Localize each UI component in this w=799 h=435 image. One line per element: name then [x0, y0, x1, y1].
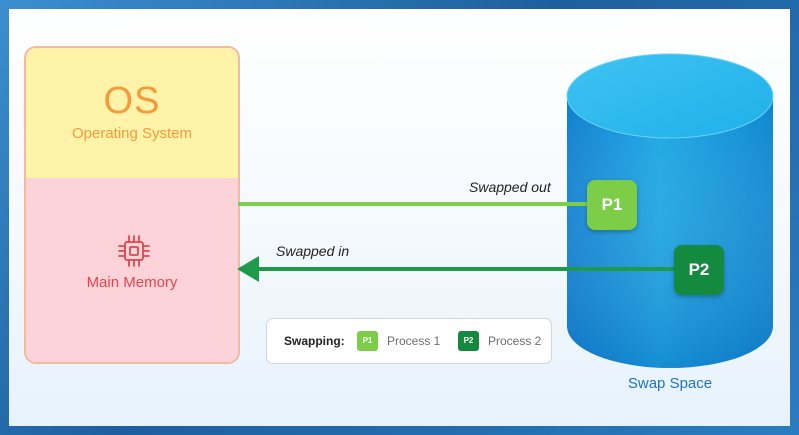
os-title: OS — [103, 80, 161, 122]
os-region: OS Operating System — [26, 48, 238, 179]
main-memory-region: Main Memory — [26, 178, 238, 362]
legend-label-p2: Process 2 — [488, 334, 542, 348]
legend-title: Swapping: — [284, 334, 345, 348]
legend-label-p1: Process 1 — [387, 334, 441, 348]
swap-space-cylinder — [566, 53, 774, 368]
swapped-out-arrow — [238, 192, 609, 216]
os-subtitle: Operating System — [71, 125, 193, 142]
legend-swatch-p1: P1 — [357, 331, 378, 351]
process-1-block: P1 — [587, 180, 637, 230]
swapped-out-label: Swapped out — [469, 179, 551, 195]
process-2-block: P2 — [674, 245, 724, 295]
legend: Swapping: P1 Process 1 P2 Process 2 — [266, 318, 552, 364]
swapped-in-arrow — [237, 256, 677, 282]
main-memory-label: Main Memory — [86, 274, 178, 291]
chip-icon — [118, 235, 150, 267]
memory-box: OS Operating System Main Memory — [24, 46, 240, 364]
swap-space-label: Swap Space — [627, 375, 713, 392]
swapped-in-label: Swapped in — [276, 243, 350, 259]
diagram-canvas: OS Operating System Main Memory — [9, 9, 790, 426]
legend-swatch-p2: P2 — [458, 331, 479, 351]
